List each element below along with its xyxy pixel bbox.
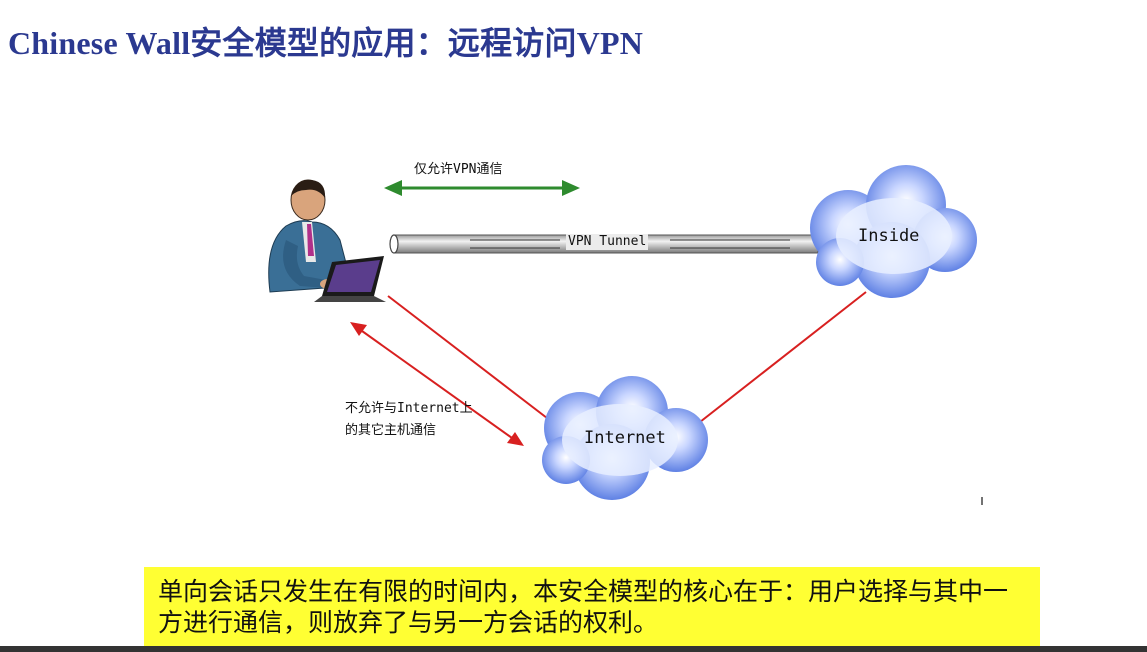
bottom-bar — [0, 646, 1147, 652]
internet-inside-link — [699, 291, 867, 423]
remote-user-figure — [268, 179, 386, 302]
deny-arrow — [350, 322, 524, 446]
user-internet-link — [387, 295, 561, 429]
summary-note: 单向会话只发生在有限的时间内，本安全模型的核心在于：用户选择与其中一方进行通信，… — [144, 567, 1040, 647]
allow-arrow — [384, 180, 580, 196]
deny-label: 不允许与Internet上的其它主机通信 — [345, 401, 473, 438]
internet-label: Internet — [584, 428, 666, 448]
internet-cloud — [542, 376, 708, 500]
allow-vpn-label: 仅允许VPN通信 — [414, 162, 503, 177]
inside-label: Inside — [858, 226, 920, 246]
slide-title: Chinese Wall安全模型的应用：远程访问VPN — [8, 25, 644, 61]
inside-cloud — [810, 165, 977, 298]
vpn-tunnel-label: VPN Tunnel — [566, 234, 649, 250]
